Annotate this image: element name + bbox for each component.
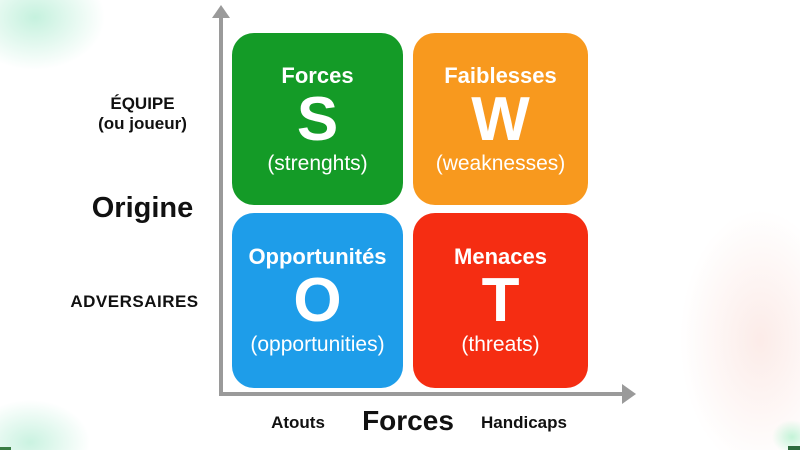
quadrant-strengths: Forces S (strenghts) (232, 33, 403, 205)
corner-glow-top-left (0, 0, 105, 70)
y-axis-label-bottom: ADVERSAIRES (70, 292, 199, 311)
y-axis-label-top: ÉQUIPE (ou joueur) (55, 94, 230, 134)
quadrant-opportunities: Opportunités O (opportunities) (232, 213, 403, 388)
x-axis-arrowhead-icon (622, 384, 636, 404)
quadrant-opportunities-letter: O (293, 266, 342, 335)
quadrant-strengths-subtitle: (strenghts) (267, 151, 368, 175)
x-axis-label-left: Atouts (271, 413, 325, 432)
quadrant-opportunities-subtitle: (opportunities) (250, 333, 385, 356)
quadrant-weaknesses: Faiblesses W (weaknesses) (413, 33, 588, 205)
quadrant-threats-subtitle: (threats) (461, 333, 540, 356)
quadrant-threats-title: Menaces (454, 244, 547, 269)
y-axis-arrowhead-icon (212, 5, 230, 18)
y-axis-label-top-line1: ÉQUIPE (110, 94, 175, 113)
quadrant-weaknesses-letter: W (471, 84, 530, 154)
corner-glow-bottom-right (772, 420, 800, 450)
quadrant-threats-letter: T (481, 266, 520, 335)
quadrant-weaknesses-subtitle: (weaknesses) (435, 151, 566, 175)
bottom-right-green-mark (788, 446, 800, 450)
background-pink-ellipse (680, 210, 800, 450)
x-axis-line (219, 392, 622, 396)
y-axis-label-top-line2: (ou joueur) (98, 114, 187, 133)
quadrant-weaknesses-title: Faiblesses (444, 62, 557, 88)
quadrant-strengths-title: Forces (281, 62, 354, 88)
quadrant-threats: Menaces T (threats) (413, 213, 588, 388)
y-axis-line (219, 16, 223, 396)
y-axis-title: Origine (91, 192, 194, 224)
quadrant-opportunities-title: Opportunités (248, 244, 387, 269)
bottom-left-green-mark (0, 447, 11, 450)
x-axis-title: Forces (362, 405, 454, 436)
quadrant-strengths-letter: S (296, 84, 339, 154)
x-axis-label-right: Handicaps (481, 413, 567, 432)
corner-glow-bottom-left (0, 400, 90, 450)
